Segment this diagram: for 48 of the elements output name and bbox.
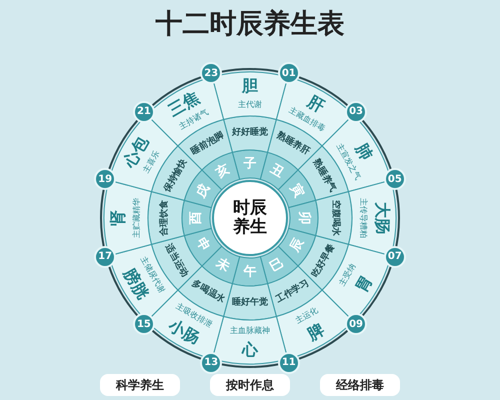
branch-label: 辰 [288, 236, 306, 254]
hour-badge: 09 [345, 313, 368, 336]
organ-name: 胆 [242, 78, 258, 94]
function-text: 主代谢 [238, 101, 262, 109]
organ-name: 肺 [353, 141, 376, 163]
advice-text: 睡好午觉 [232, 298, 268, 308]
organ-name: 肾 [110, 210, 126, 226]
tag-pill: 按时作息 [210, 374, 290, 396]
hour-badge: 17 [94, 246, 116, 268]
advice-text: 空腹喝水 [330, 200, 340, 236]
hour-badge: 15 [132, 313, 155, 336]
advice-text: 合理饮食 [160, 200, 170, 236]
organ-name: 脾 [305, 321, 327, 344]
function-text: 主贮藏精华 [133, 198, 141, 238]
tag-pill: 科学养生 [100, 374, 180, 396]
hour-badge: 03 [345, 100, 368, 123]
organ-name: 心 [242, 342, 258, 358]
branch-label: 申 [194, 236, 212, 254]
organ-name: 大肠 [374, 202, 390, 234]
hour-badge: 19 [94, 168, 116, 190]
organ-name: 肝 [305, 92, 327, 115]
advice-text: 工作学习 [274, 278, 310, 304]
advice-text: 适当运动 [163, 242, 190, 278]
branch-label: 巳 [268, 256, 286, 274]
branch-label: 丑 [268, 162, 286, 180]
function-text: 主传导糟粕 [359, 198, 367, 238]
advice-text: 熟睡养肝 [274, 131, 310, 158]
branch-label: 卯 [298, 212, 310, 224]
advice-text: 好好睡觉 [232, 128, 268, 138]
branch-label: 酉 [190, 212, 202, 224]
branch-label: 亥 [214, 162, 232, 180]
advice-text: 保持愉快 [163, 158, 190, 194]
hour-badge: 23 [200, 62, 222, 84]
advice-text: 多喝温水 [190, 278, 226, 304]
branch-label: 寅 [288, 182, 306, 200]
branch-label: 午 [244, 266, 256, 278]
organ-name: 胃 [353, 273, 376, 295]
advice-text: 吃好早餐 [310, 242, 336, 278]
advice-text: 熟睡养气 [310, 158, 336, 194]
tag-pill: 经络排毒 [320, 374, 400, 396]
branch-label: 戌 [194, 182, 212, 200]
title: 十二时辰养生表 [156, 10, 344, 38]
hour-badge: 01 [278, 62, 300, 84]
function-text: 主血脉藏神 [230, 327, 270, 335]
branch-label: 子 [244, 158, 256, 170]
advice-text: 睡前泡脚 [190, 131, 226, 158]
branch-label: 未 [214, 256, 232, 274]
hour-badge: 21 [132, 100, 155, 123]
